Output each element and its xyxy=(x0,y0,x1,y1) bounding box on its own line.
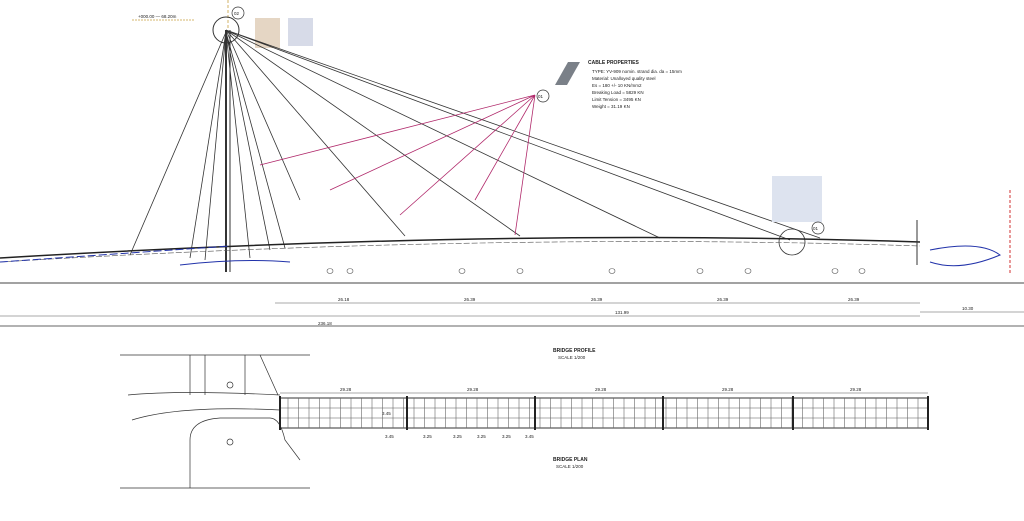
svg-text:3.25: 3.25 xyxy=(477,434,486,439)
svg-text:26.39: 26.39 xyxy=(717,297,729,302)
foundation-mark xyxy=(696,268,704,274)
svg-text:236.18: 236.18 xyxy=(318,321,332,326)
svg-text:26.18: 26.18 xyxy=(338,297,350,302)
junction-plan xyxy=(120,354,310,489)
anchor-detail-image xyxy=(772,176,822,222)
svg-text:29.28: 29.28 xyxy=(467,387,479,392)
svg-text:29.28: 29.28 xyxy=(595,387,607,392)
svg-text:Es = 180 +/- 10 KN/mm2: Es = 180 +/- 10 KN/mm2 xyxy=(592,83,642,88)
anchor-callout: 01 xyxy=(813,226,819,231)
svg-text:3.45: 3.45 xyxy=(385,434,394,439)
foundation-mark xyxy=(608,268,616,274)
svg-text:26.39: 26.39 xyxy=(464,297,476,302)
svg-text:3.25: 3.25 xyxy=(423,434,432,439)
profile-dimensions: 26.18 26.39 26.39 26.39 26.39 131.99 10.… xyxy=(0,297,1024,327)
svg-text:3.45: 3.45 xyxy=(525,434,534,439)
profile-title: BRIDGE PROFILE xyxy=(553,348,596,354)
svg-text:29.28: 29.28 xyxy=(722,387,734,392)
back-stays xyxy=(129,31,286,261)
foundation-mark xyxy=(744,268,752,274)
svg-text:Material: Unalloyed quality st: Material: Unalloyed quality steel xyxy=(592,76,656,81)
elevation-marker: +000.00 — 68.20m xyxy=(138,14,177,19)
foundation-mark xyxy=(326,268,334,274)
cable-properties-note: 01 CABLE PROPERTIES TYPE: YV-909 nomin. … xyxy=(536,60,682,109)
svg-text:29.28: 29.28 xyxy=(850,387,862,392)
foundation-mark xyxy=(831,268,839,274)
svg-text:29.28: 29.28 xyxy=(340,387,352,392)
plan-scale: SCALE 1/200 xyxy=(556,464,584,469)
foundation-mark xyxy=(858,268,866,274)
foundation-mark xyxy=(516,268,524,274)
stay-leaders xyxy=(259,94,536,236)
svg-text:Weight = 31.19 KN: Weight = 31.19 KN xyxy=(592,104,630,109)
deck-profile xyxy=(0,190,1011,275)
svg-text:3.25: 3.25 xyxy=(453,434,462,439)
profile-scale: SCALE 1/200 xyxy=(558,355,586,360)
pylon-callout: 02 xyxy=(234,11,240,16)
svg-text:26.39: 26.39 xyxy=(848,297,860,302)
svg-text:131.99: 131.99 xyxy=(615,310,629,315)
svg-text:3.25: 3.25 xyxy=(502,434,511,439)
foundation-mark xyxy=(458,268,466,274)
svg-text:Breaking Load = 5829 KN: Breaking Load = 5829 KN xyxy=(592,90,644,95)
svg-text:01: 01 xyxy=(538,94,544,99)
svg-text:Limit Tension = 3495 KN: Limit Tension = 3495 KN xyxy=(592,97,641,102)
main-stays xyxy=(225,29,821,241)
svg-text:CABLE PROPERTIES: CABLE PROPERTIES xyxy=(588,60,640,66)
svg-text:TYPE: YV-909 nomin. strand dia: TYPE: YV-909 nomin. strand dia. da = 15m… xyxy=(592,69,682,74)
bridge-plan: 29.28 29.28 29.28 29.28 29.28 3.45 3.45 … xyxy=(279,387,929,439)
foundation-mark xyxy=(346,268,354,274)
svg-text:26.39: 26.39 xyxy=(591,297,603,302)
svg-text:10.30: 10.30 xyxy=(962,306,974,311)
svg-text:3.45: 3.45 xyxy=(382,411,391,416)
plan-title: BRIDGE PLAN xyxy=(553,457,588,463)
